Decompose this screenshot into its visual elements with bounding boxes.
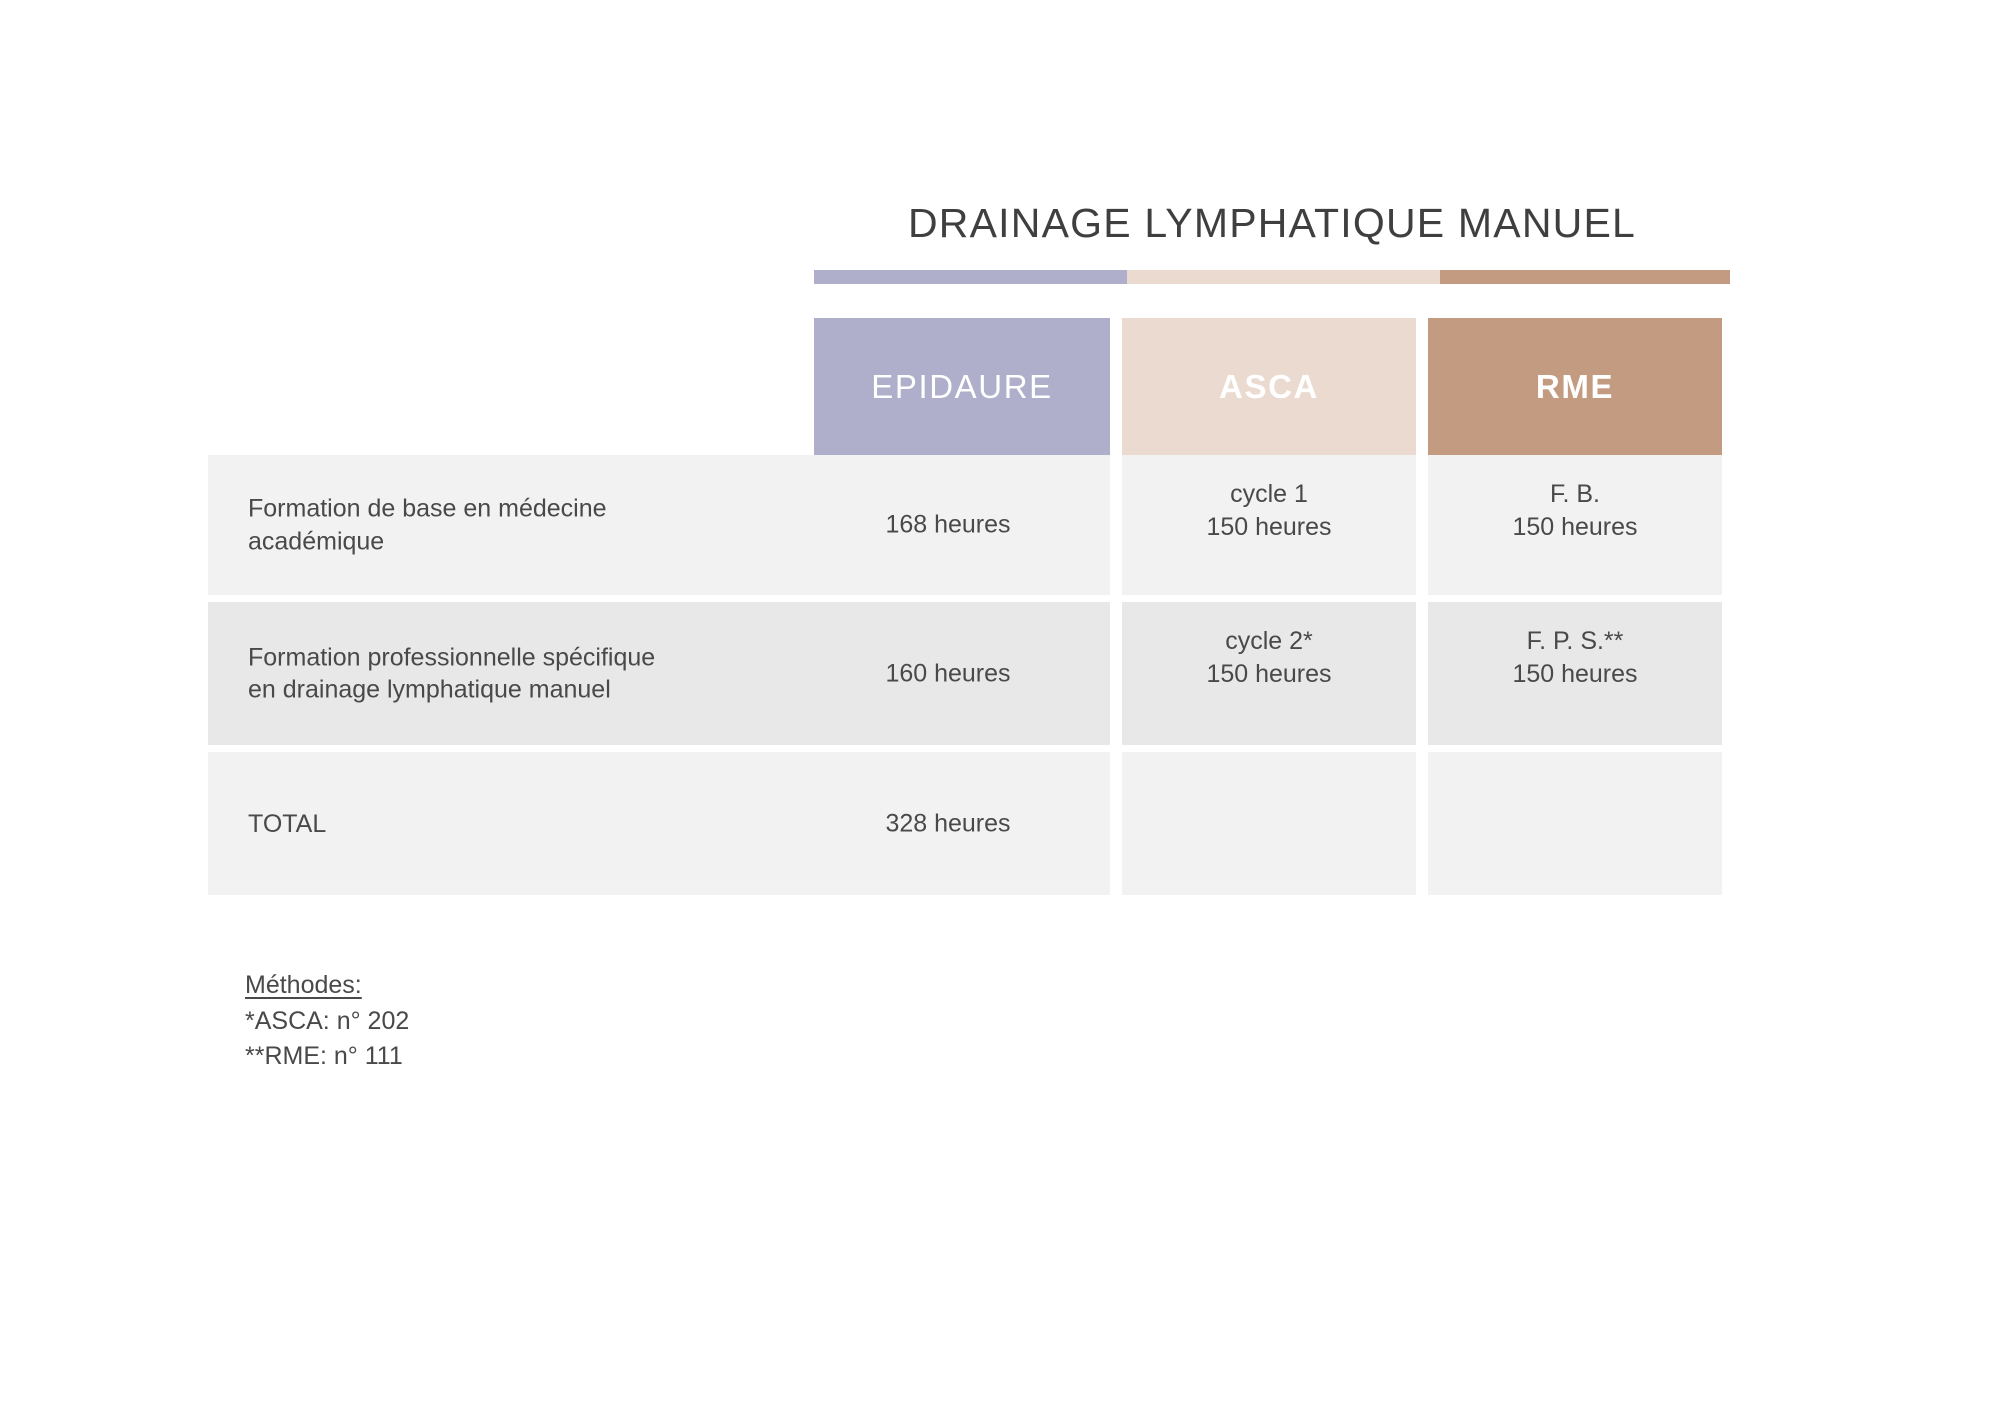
footnote-asca: *ASCA: n° 202	[245, 1006, 410, 1035]
cell-asca: cycle 1 150 heures	[1122, 455, 1416, 595]
accent-bar-epidaure	[814, 270, 1127, 284]
cell-epidaure-value: 160 heures	[885, 659, 1011, 687]
cell-asca: cycle 2* 150 heures	[1122, 602, 1416, 745]
cell-rme-line2: 150 heures	[1512, 660, 1638, 688]
footnotes: Méthodes: *ASCA: n° 202 **RME: n° 111	[245, 968, 409, 1075]
cell-asca-line1: cycle 2*	[1225, 627, 1313, 655]
cell-rme-total	[1428, 752, 1722, 895]
column-header-epidaure-label: EPIDAURE	[871, 367, 1053, 405]
column-header-rme-label: RME	[1535, 367, 1615, 405]
cell-epidaure-value: 168 heures	[885, 510, 1011, 539]
cell-rme: F. P. S.** 150 heures	[1428, 602, 1722, 745]
row-label-total: TOTAL	[248, 809, 327, 838]
column-header-rme: RME	[1428, 318, 1722, 455]
cell-rme-line1: F. B.	[1549, 480, 1600, 508]
column-header-asca-label: ASCA	[1219, 367, 1319, 405]
cell-asca-line1: cycle 1	[1230, 480, 1308, 508]
table-row-total: TOTAL 328 heures	[208, 752, 1110, 895]
cell-asca-line2: 150 heures	[1206, 660, 1332, 688]
cell-epidaure-total: 328 heures	[885, 809, 1011, 837]
footnote-rme: **RME: n° 111	[245, 1042, 403, 1070]
accent-bar-rme	[1440, 270, 1730, 284]
accent-bar-asca	[1127, 270, 1440, 284]
column-header-epidaure: EPIDAURE	[814, 318, 1110, 455]
column-header-asca: ASCA	[1122, 318, 1416, 455]
cell-rme: F. B. 150 heures	[1428, 455, 1722, 595]
footnotes-heading: Méthodes:	[245, 971, 362, 999]
cell-rme-line2: 150 heures	[1512, 513, 1638, 541]
cell-rme-line1: F. P. S.**	[1526, 627, 1624, 655]
cell-asca-line2: 150 heures	[1206, 513, 1332, 541]
page-title: DRAINAGE LYMPHATIQUE MANUEL	[908, 200, 1636, 246]
cell-asca-total	[1122, 752, 1416, 895]
